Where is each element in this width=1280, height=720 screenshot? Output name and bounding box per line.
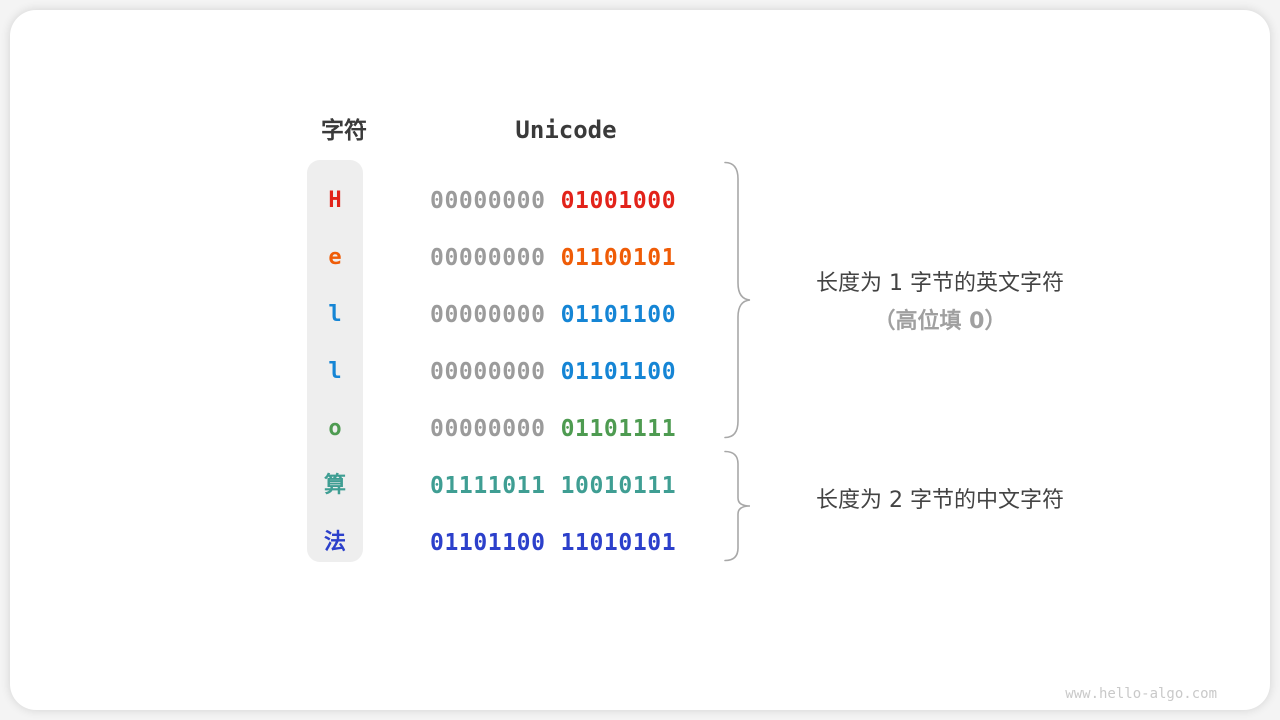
- byte-high: 00000000: [430, 188, 546, 214]
- byte-low: 01101100: [560, 359, 677, 385]
- column-header-char: 字符: [321, 118, 367, 144]
- table-row: o 00000000 01101111: [10, 415, 1280, 443]
- byte-high: 00000000: [430, 302, 546, 328]
- char-cell: o: [328, 416, 342, 441]
- byte-low: 01101111: [560, 416, 677, 442]
- column-header-unicode: Unicode: [515, 116, 617, 144]
- char-cell: H: [328, 188, 342, 213]
- binary-cell: 00000000 01101111: [430, 415, 990, 443]
- binary-cell: 01101100 11010101: [430, 529, 990, 557]
- annotation-english-line1: 长度为 1 字节的英文字符: [816, 271, 1064, 296]
- byte-low: 10010111: [560, 473, 677, 499]
- char-cell: l: [328, 359, 342, 384]
- byte-low: 11010101: [560, 530, 677, 556]
- table-row: l 00000000 01101100: [10, 301, 1280, 329]
- byte-high: 00000000: [430, 416, 546, 442]
- table-row: e 00000000 01100101: [10, 244, 1280, 272]
- binary-cell: 01111011 10010111: [430, 472, 990, 500]
- binary-cell: 00000000 01101100: [430, 301, 990, 329]
- annotation-chinese-line1: 长度为 2 字节的中文字符: [816, 488, 1064, 513]
- diagram-card: 字符 Unicode H 00000000 01001000 e 00000000 011…: [10, 10, 1270, 710]
- char-cell: 法: [323, 530, 346, 555]
- table-row: 算 01111011 10010111: [10, 472, 1280, 500]
- binary-cell: 00000000 01001000: [430, 187, 990, 215]
- binary-cell: 00000000 01100101: [430, 244, 990, 272]
- byte-low: 01101100: [560, 302, 677, 328]
- byte-low: 01100101: [560, 245, 677, 271]
- char-cell: l: [328, 302, 342, 327]
- byte-high: 01101100: [430, 530, 546, 556]
- table-row: H 00000000 01001000: [10, 187, 1280, 215]
- site-watermark: www.hello-algo.com: [1065, 686, 1217, 702]
- brace-english-group: [724, 161, 751, 439]
- table-row: l 00000000 01101100: [10, 358, 1280, 386]
- brace-chinese-group: [724, 450, 751, 562]
- byte-high: 00000000: [430, 245, 546, 271]
- byte-high: 00000000: [430, 359, 546, 385]
- byte-low: 01001000: [560, 188, 677, 214]
- binary-cell: 00000000 01101100: [430, 358, 990, 386]
- char-cell: e: [328, 245, 342, 270]
- table-row: 法 01101100 11010101: [10, 529, 1280, 557]
- byte-high: 01111011: [430, 473, 546, 499]
- char-column-background: [307, 160, 363, 562]
- annotation-english-line2: （高位填 0）: [873, 309, 1007, 334]
- char-cell: 算: [323, 473, 346, 498]
